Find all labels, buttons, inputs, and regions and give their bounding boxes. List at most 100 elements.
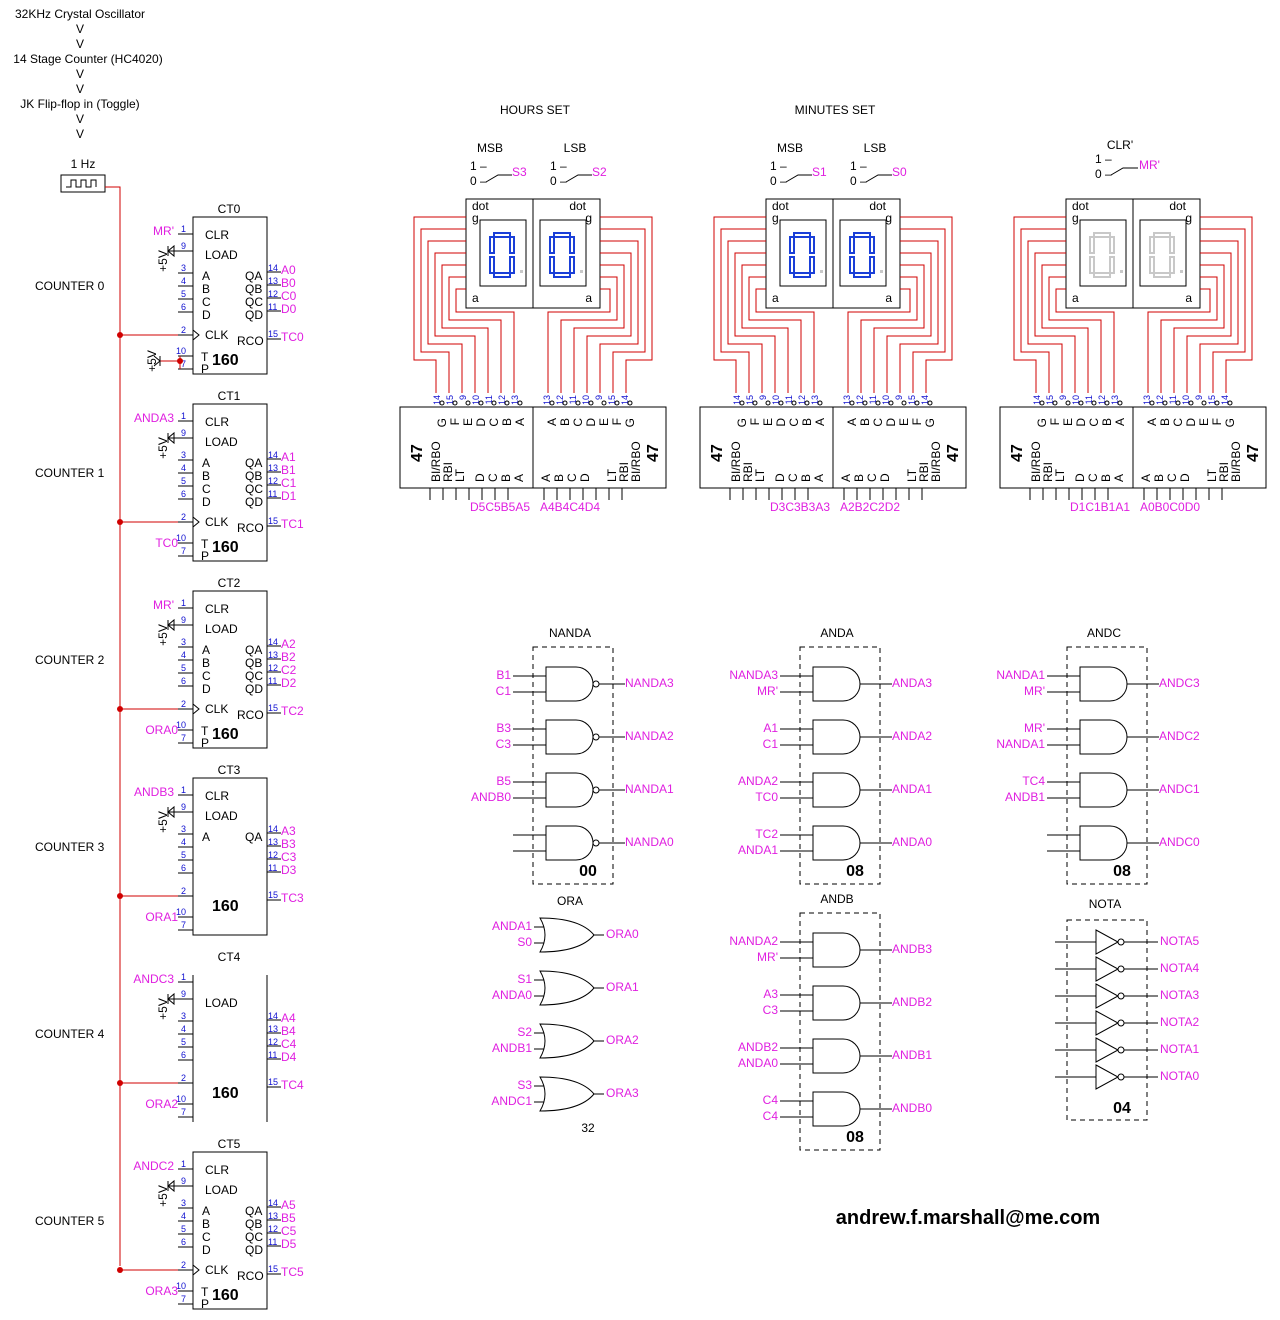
pin-number: 2: [181, 699, 186, 709]
decoder-out-pin: D: [584, 418, 598, 427]
output-signal: B2: [281, 650, 296, 664]
pin-label: QA: [245, 1204, 262, 1218]
decoder-out-pin: B: [500, 418, 514, 426]
segment-e: [1089, 256, 1095, 274]
decoder-ctrl-pin: LT: [753, 468, 767, 482]
nand-gate: [545, 719, 594, 755]
segment-f: [789, 236, 795, 254]
invert-bubble: [1117, 1073, 1125, 1081]
pin-label: C: [202, 1230, 211, 1244]
decoder-in-pin: C: [565, 473, 579, 482]
decoder-ctrl-pin: LT: [905, 468, 919, 482]
g-label: g: [885, 211, 892, 225]
pin-number: 10: [176, 720, 186, 730]
gate-block-title: NOTA: [1089, 897, 1121, 911]
seg-wire: [713, 216, 766, 393]
flow-arrow: V: [76, 112, 84, 126]
rco-signal: TC5: [281, 1265, 304, 1279]
gate-output-signal: ANDC1: [1159, 782, 1200, 796]
counter-row-label: COUNTER 4: [35, 1027, 105, 1041]
pin-number: 4: [181, 837, 186, 847]
a-label: a: [472, 291, 479, 305]
junction-dot: [117, 706, 123, 712]
pin-number: 7: [181, 1107, 186, 1117]
pin-label: D: [202, 1243, 211, 1257]
pin-number: 13: [842, 395, 852, 405]
pin-number: 11: [868, 395, 878, 404]
output-signal: B4: [281, 1024, 296, 1038]
vcc-icon: [153, 355, 161, 367]
gate-input-signal: C4: [763, 1109, 779, 1123]
segment-b: [869, 236, 875, 254]
decoder-inputs: D1C1B1A1: [1070, 500, 1130, 514]
or-gate: [539, 1076, 595, 1112]
gate-input-signal: ANDA1: [738, 843, 778, 857]
pin-number: 3: [181, 263, 186, 273]
g-label: g: [472, 211, 479, 225]
gate-package-outline: [799, 912, 881, 1151]
inverter-gate: [1095, 1010, 1120, 1036]
decoder-part: 47: [645, 444, 662, 462]
decoder-out-pin: A: [545, 418, 559, 426]
switch-icon: [865, 174, 892, 183]
segment-f: [849, 236, 855, 254]
vcc-icon: [167, 244, 178, 258]
gate-package-outline: [1066, 919, 1148, 1121]
pin-bubble: [914, 400, 920, 406]
pin-number: 15: [1045, 395, 1055, 405]
decoder-in-pin: A: [539, 474, 553, 482]
decoder-ctrl-pin: LT: [1205, 468, 1219, 482]
a-label: a: [1185, 291, 1192, 305]
output-signal: C3: [281, 850, 297, 864]
decoder-out-pin: A: [813, 418, 827, 426]
seg-wire: [1200, 228, 1246, 393]
pin-label: RCO: [237, 521, 264, 535]
pin-number: 7: [181, 546, 186, 556]
digit-left: [1089, 232, 1115, 278]
decoder-out-pin: D: [474, 418, 488, 427]
pin-number: 11: [268, 302, 277, 312]
output-signal: D5: [281, 1237, 297, 1251]
g-label: g: [1185, 211, 1192, 225]
decoder-ctrl-pin: BI/RBO: [1029, 441, 1043, 482]
counter-chip-label: 14 Stage Counter (HC4020): [13, 52, 162, 66]
seg-wire: [1199, 240, 1239, 393]
vcc-icon: [167, 1179, 178, 1193]
counter-row-label: COUNTER 0: [35, 279, 105, 293]
and-gate: [812, 719, 861, 755]
and-gate: [1079, 825, 1128, 861]
seg-wire: [886, 252, 932, 393]
counter-row-label: COUNTER 5: [35, 1214, 105, 1228]
counter-chip: [192, 1151, 268, 1310]
clr-signal: ANDB3: [134, 785, 174, 799]
seg-wire: [600, 216, 653, 393]
pin-number: 3: [181, 450, 186, 460]
pin-bubble: [504, 400, 510, 406]
pin-number: 12: [1097, 395, 1107, 405]
decoder-ctrl-pin: RBI: [1041, 462, 1055, 482]
gate-output-signal: ANDC0: [1159, 835, 1200, 849]
switch-one: 1 –: [1095, 152, 1112, 166]
pin-label: T: [201, 724, 209, 738]
gate-output-signal: ANDB3: [892, 942, 932, 956]
pin-bubble: [614, 400, 620, 406]
pin-number: 1: [181, 972, 186, 982]
pin-number: 6: [181, 302, 186, 312]
decoder-out-pin: G: [623, 418, 637, 427]
decoder-in-pin: D: [1178, 473, 1192, 482]
decoder-inputs: D3C3B3A3: [770, 500, 830, 514]
decoder-out-pin: B: [558, 418, 572, 426]
nand-gate: [545, 825, 594, 861]
and-gate: [812, 985, 861, 1021]
seg-wire: [899, 240, 939, 393]
pin-number: 5: [181, 663, 186, 673]
gate-part-number: 08: [846, 1129, 864, 1146]
pin-number: 11: [268, 863, 277, 873]
dot-label: dot: [869, 199, 886, 213]
gate-input-signal: NANDA1: [996, 737, 1045, 751]
or-gate: [539, 1023, 595, 1059]
decoder-ctrl-pin: BI/RBO: [1229, 441, 1243, 482]
vcc-icon: [167, 431, 178, 445]
chip-part-number: 160: [212, 726, 239, 743]
gate-input-signal: TC4: [1022, 774, 1045, 788]
